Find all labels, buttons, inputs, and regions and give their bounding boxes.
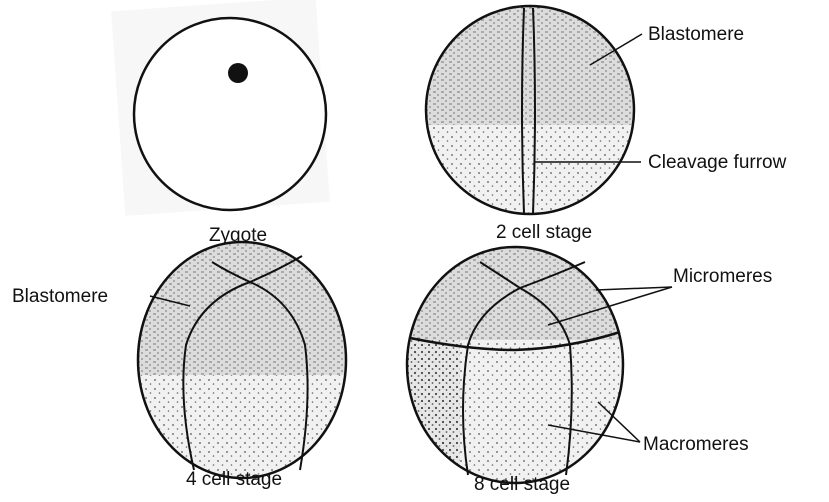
two-cell-vegetal-half	[420, 125, 640, 225]
two-cell-stage: Blastomere Cleavage furrow 2 cell stage	[420, 0, 787, 243]
four-cell-blastomere-label: Blastomere	[12, 286, 108, 307]
two-cell-animal-half	[420, 0, 640, 125]
macromeres-label: Macromeres	[643, 434, 749, 455]
micromere-pointer-a	[596, 287, 672, 290]
zygote-nucleus	[228, 63, 248, 83]
zygote-cell	[134, 18, 326, 210]
eight-cell-dark-side	[400, 340, 460, 490]
eight-cell-caption: 8 cell stage	[474, 474, 570, 495]
two-cell-blastomere-label: Blastomere	[648, 24, 744, 45]
four-cell-stage: Blastomere 4 cell stage	[12, 235, 360, 490]
micromeres-label: Micromeres	[673, 266, 772, 287]
four-cell-animal-half	[130, 235, 360, 375]
cleavage-furrow-label: Cleavage furrow	[648, 152, 787, 173]
two-cell-caption: 2 cell stage	[496, 222, 592, 243]
eight-cell-stage: Micromeres Macromeres 8 cell stage	[400, 240, 772, 495]
zygote-stage: Zygote	[111, 0, 330, 246]
four-cell-caption: 4 cell stage	[186, 469, 282, 490]
